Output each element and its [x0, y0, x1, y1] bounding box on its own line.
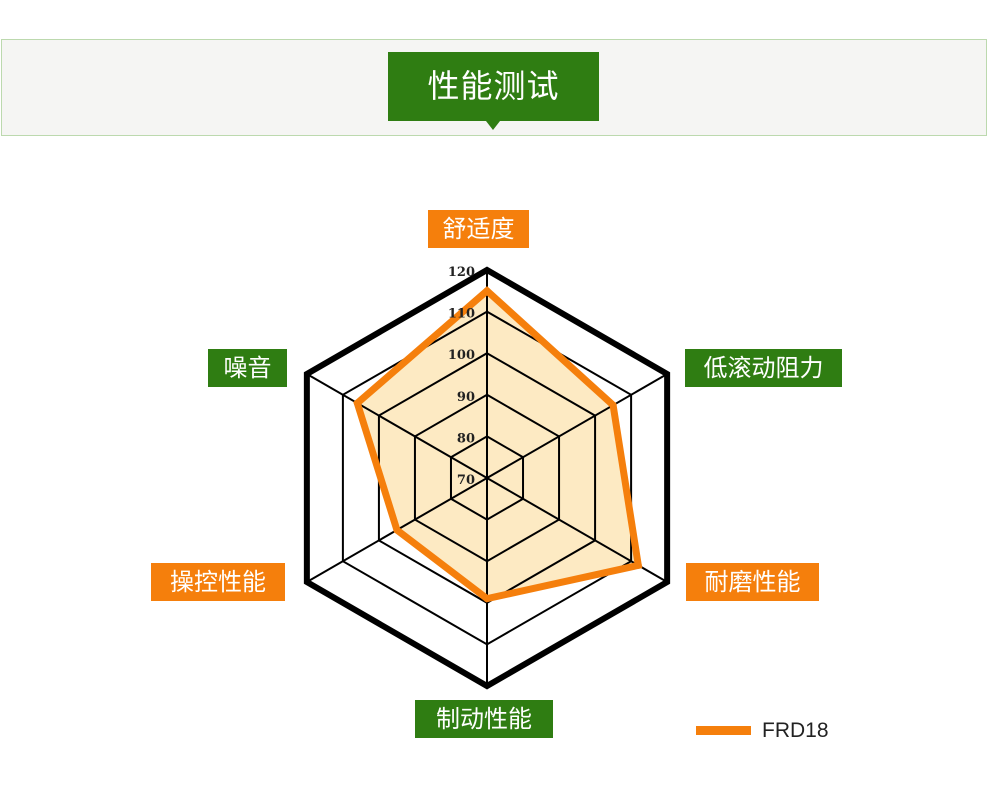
axis-label-low-rolling-resistance: 低滚动阻力 — [685, 349, 842, 387]
series-point-4 — [393, 526, 401, 534]
axis-label-wear-resistance: 耐磨性能 — [686, 563, 819, 601]
axis-line-1 — [486, 373, 668, 479]
title-pointer-icon — [486, 121, 500, 130]
series-point-5 — [353, 399, 361, 407]
series-point-2 — [634, 561, 642, 569]
axis-label-handling: 操控性能 — [151, 563, 285, 601]
tick-label-120: 120 — [448, 265, 475, 280]
tick-label-110: 110 — [448, 307, 475, 322]
axis-label-comfort: 舒适度 — [428, 210, 529, 248]
radar-tick-labels: 70 80 90 100 110 120 — [448, 265, 475, 488]
series-point-1 — [609, 401, 617, 409]
tick-label-100: 100 — [448, 348, 475, 363]
axis-label-braking: 制动性能 — [415, 700, 553, 738]
page-title: 性能测试 — [388, 52, 599, 121]
legend-swatch — [696, 726, 751, 735]
axis-label-noise: 噪音 — [208, 349, 287, 387]
tick-label-90: 90 — [457, 390, 475, 405]
tick-label-70: 70 — [457, 473, 475, 488]
series-point-0 — [483, 287, 491, 295]
legend-label: FRD18 — [762, 719, 829, 742]
axis-line-5 — [306, 373, 488, 479]
series-point-3 — [483, 595, 491, 603]
tick-label-80: 80 — [457, 431, 475, 446]
